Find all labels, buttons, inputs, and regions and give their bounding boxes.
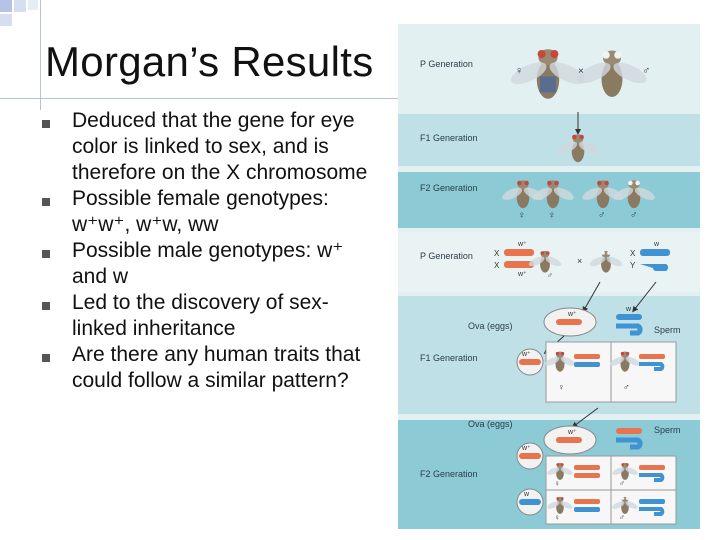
cross-symbol: ×: [577, 256, 582, 266]
x-chromosome: [556, 437, 582, 443]
female-symbol: ♀: [554, 479, 560, 488]
y-chromosome: [639, 362, 665, 371]
x-chromosome: [574, 354, 600, 359]
female-symbol: ♀: [558, 382, 565, 392]
cross-symbol: ×: [578, 66, 584, 77]
bullet-item: Led to the discovery of sex-linked inher…: [42, 290, 372, 342]
label-f1-generation: F1 Generation: [420, 133, 478, 143]
decor-square: [0, 14, 12, 26]
f2-flies: [500, 180, 657, 209]
y-label: Y: [630, 261, 636, 270]
fly-grid: [608, 351, 642, 372]
arrow: [571, 407, 599, 428]
decor-square: [14, 0, 26, 12]
allele-label: w⁺: [521, 351, 531, 358]
figure-svg: ♀ × ♂ ♀ ♀ ♂ ♂ X X w⁺ w⁺ × ♂ X Y: [494, 49, 677, 525]
bullet-text: Are there any human traits that could fo…: [72, 343, 361, 393]
x-chromosome: [504, 261, 534, 268]
male-fly-small: [588, 250, 624, 273]
slide-title: Morgan’s Results: [45, 38, 374, 85]
bullet-text: Possible male genotypes: w⁺ and w: [72, 239, 344, 289]
male-symbol: ♂: [623, 382, 630, 392]
label-p-generation: P Generation: [420, 251, 473, 261]
x-label: X: [494, 249, 500, 258]
decor-square: [28, 0, 38, 10]
bullet-item: Are there any human traits that could fo…: [42, 342, 372, 394]
bullet-item: Possible male genotypes: w⁺ and w: [42, 238, 372, 290]
allele-label: w⁺: [521, 445, 531, 452]
bullet-text: Deduced that the gene for eye color is l…: [72, 109, 368, 185]
x-chromosome: [639, 354, 665, 359]
decor-horizontal-line: [0, 98, 400, 99]
x-chromosome-w: [640, 249, 670, 256]
male-symbol: ♂: [642, 65, 650, 77]
bullet-square-icon: [42, 198, 50, 207]
panel-f1-generation: [398, 114, 700, 166]
male-symbol: ♂: [619, 513, 625, 522]
allele-label: w⁺: [517, 271, 527, 278]
allele-label: w: [625, 306, 632, 313]
allele-label: w⁺: [517, 241, 527, 248]
male-fly-white-eyes: [574, 50, 650, 97]
fly-grid: [543, 351, 577, 372]
y-chromosome: [640, 264, 669, 271]
arrow: [582, 281, 601, 313]
female-symbol: ♀: [518, 210, 526, 221]
allele-label: w⁺: [567, 311, 577, 318]
x-chromosome: [519, 359, 541, 365]
decor-square: [0, 0, 12, 12]
female-symbol: ♀: [548, 210, 556, 221]
allele-label: w: [523, 491, 530, 498]
bullet-square-icon: [42, 250, 50, 259]
label-f2-generation: F2 Generation: [420, 183, 478, 193]
label-f2-generation: F2 Generation: [420, 469, 478, 479]
x-chromosome: [556, 319, 582, 325]
sperm-x: [616, 314, 642, 320]
female-symbol: ♀: [554, 513, 560, 522]
bullet-list: Deduced that the gene for eye color is l…: [42, 108, 372, 394]
bullet-item: Deduced that the gene for eye color is l…: [42, 108, 372, 186]
label-sperm: Sperm: [654, 425, 681, 435]
male-symbol: ♂: [547, 271, 553, 280]
sperm-x: [616, 428, 642, 434]
arrow: [632, 281, 657, 313]
label-ova: Ova (eggs): [468, 419, 513, 429]
sperm-y: [616, 437, 643, 450]
label-sperm: Sperm: [654, 325, 681, 335]
p-generation-flies: [508, 49, 650, 99]
label-f1-generation: F1 Generation: [420, 353, 478, 363]
bullet-square-icon: [42, 302, 50, 311]
bullet-text: Led to the discovery of sex-linked inher…: [72, 291, 329, 341]
sperm-y: [616, 323, 643, 336]
inheritance-figure: ♀ × ♂ ♀ ♀ ♂ ♂ X X w⁺ w⁺ × ♂ X Y: [398, 24, 700, 529]
male-symbol: ♂: [598, 210, 606, 221]
bullet-square-icon: [42, 120, 50, 128]
bullet-item: Possible female genotypes: w⁺w⁺, w⁺w, ww: [42, 186, 372, 238]
f1-fly: [555, 134, 601, 163]
allele-label: w⁺: [567, 429, 577, 436]
bullet-square-icon: [42, 354, 50, 363]
x-chromosome: [504, 249, 534, 256]
decor-vertical-line: [40, 0, 41, 110]
x-label: X: [494, 261, 500, 270]
label-ova: Ova (eggs): [468, 321, 513, 331]
male-symbol: ♂: [630, 210, 638, 221]
x-chromosome-w: [574, 362, 600, 367]
female-fly-red-eyes: [508, 49, 588, 99]
label-p-generation: P Generation: [420, 59, 473, 69]
x-label: X: [630, 249, 636, 258]
female-symbol: ♀: [515, 65, 523, 77]
bullet-text: Possible female genotypes: w⁺w⁺, w⁺w, ww: [72, 187, 329, 237]
female-fly-small: [527, 250, 563, 273]
male-symbol: ♂: [619, 479, 625, 488]
x-chromosome-w: [519, 499, 541, 505]
x-chromosome: [519, 453, 541, 459]
allele-label: w: [653, 241, 660, 248]
